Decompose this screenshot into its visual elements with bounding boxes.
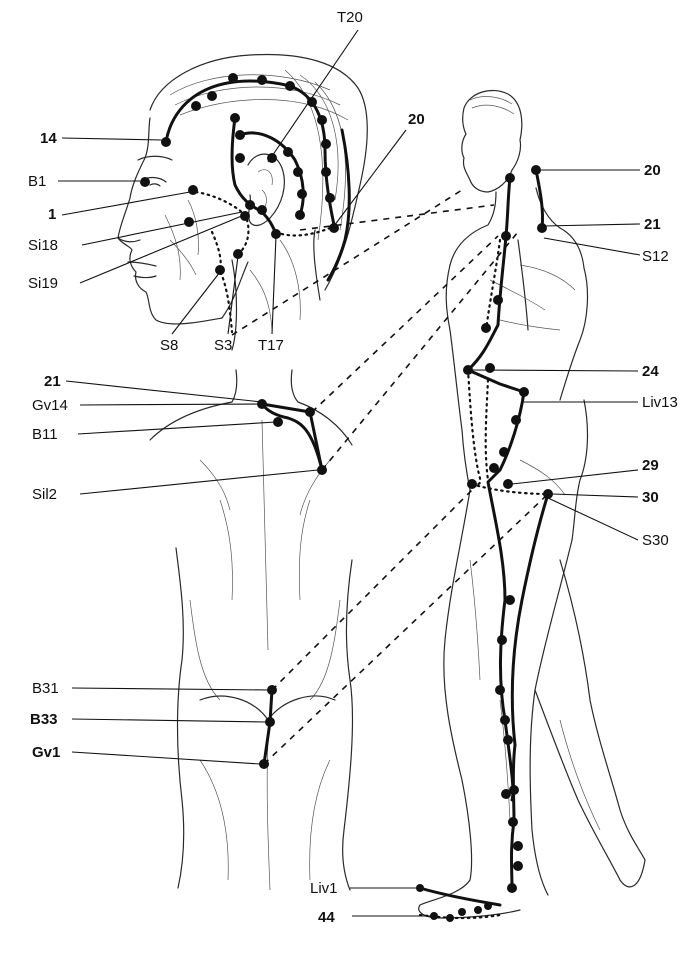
label-gv1: Gv1 [32, 744, 60, 761]
acupoint [511, 415, 521, 425]
acupoint [507, 883, 517, 893]
acupoint [503, 735, 513, 745]
label-b11: B11 [32, 426, 58, 443]
acupoint [283, 147, 293, 157]
acupoint [257, 399, 267, 409]
acupoint [228, 73, 238, 83]
acupoint [500, 715, 510, 725]
label-sil2: Sil2 [32, 486, 57, 503]
figure-channel-line [512, 494, 548, 745]
acupoint [509, 785, 519, 795]
label-si19: Si19 [28, 275, 58, 292]
acupoint [501, 231, 511, 241]
label-1: 1 [48, 206, 56, 223]
acupoint [519, 387, 529, 397]
acupoint [245, 200, 255, 210]
acupoint [188, 185, 198, 195]
acupoint [484, 902, 492, 910]
acupoint [446, 914, 454, 922]
figure-channel-line [468, 236, 524, 800]
acupoint [499, 447, 509, 457]
acupoint [493, 295, 503, 305]
back-view-illustration [150, 370, 352, 890]
point-labels: T20 14 B1 1 Si18 Si19 S8 S3 T17 20 20 21… [28, 9, 678, 926]
figure-channel-line [506, 178, 510, 236]
figure-dotted-path [468, 370, 480, 484]
acupoint [321, 167, 331, 177]
head-dotted-path [196, 192, 248, 250]
acupoint [508, 817, 518, 827]
label-si18: Si18 [28, 237, 58, 254]
acupoint [235, 153, 245, 163]
acupoint [497, 635, 507, 645]
label-s8: S8 [160, 337, 178, 354]
label-44: 44 [318, 909, 335, 926]
label-21-right: 21 [644, 216, 661, 233]
label-20-right: 20 [644, 162, 661, 179]
label-24: 24 [642, 363, 659, 380]
acupoint [505, 595, 515, 605]
figure-acupoints [416, 165, 553, 922]
label-b33: B33 [30, 711, 58, 728]
acupoint [503, 479, 513, 489]
label-liv13: Liv13 [642, 394, 678, 411]
acupoint [467, 479, 477, 489]
label-20-head: 20 [408, 111, 425, 128]
acupoint [140, 177, 150, 187]
acupoint [257, 75, 267, 85]
acupoint [191, 101, 201, 111]
label-t17: T17 [258, 337, 284, 354]
acupoint [485, 363, 495, 373]
connector-line [272, 486, 476, 690]
figure-dotted-path [486, 380, 488, 480]
acupoint [293, 167, 303, 177]
label-gv14: Gv14 [32, 397, 68, 414]
acupoint [513, 861, 523, 871]
acupoint [458, 908, 466, 916]
acupoint [489, 463, 499, 473]
label-s3: S3 [214, 337, 232, 354]
acupoint [285, 81, 295, 91]
label-21-back: 21 [44, 373, 61, 390]
back-channel-line [264, 690, 272, 764]
acupoint [505, 173, 515, 183]
acupoint [265, 717, 275, 727]
acupoint [513, 841, 523, 851]
connector-line [322, 232, 518, 470]
connector-line [300, 205, 494, 230]
label-t20: T20 [337, 9, 363, 26]
acupoint [161, 137, 171, 147]
acupoint [495, 685, 505, 695]
connector-line [312, 236, 498, 412]
acupoint [317, 115, 327, 125]
acupoint [207, 91, 217, 101]
acupoint [531, 165, 541, 175]
standing-figure-illustration [419, 90, 645, 918]
acupoint [215, 265, 225, 275]
label-30: 30 [642, 489, 659, 506]
acupoint [230, 113, 240, 123]
acupoint [474, 906, 482, 914]
acupoint [537, 223, 547, 233]
acupoint [235, 130, 245, 140]
label-liv1: Liv1 [310, 880, 338, 897]
acupoint [321, 139, 331, 149]
acupoint [297, 189, 307, 199]
acupoint [295, 210, 305, 220]
label-s12: S12 [642, 248, 669, 265]
acupoint [325, 193, 335, 203]
acupoint [305, 407, 315, 417]
label-b31: B31 [32, 680, 59, 697]
acupoint [481, 323, 491, 333]
head-acupoints [140, 73, 339, 275]
label-s30: S30 [642, 532, 669, 549]
label-b1: B1 [28, 173, 46, 190]
label-14: 14 [40, 130, 57, 147]
label-29: 29 [642, 457, 659, 474]
acupoint [257, 205, 267, 215]
